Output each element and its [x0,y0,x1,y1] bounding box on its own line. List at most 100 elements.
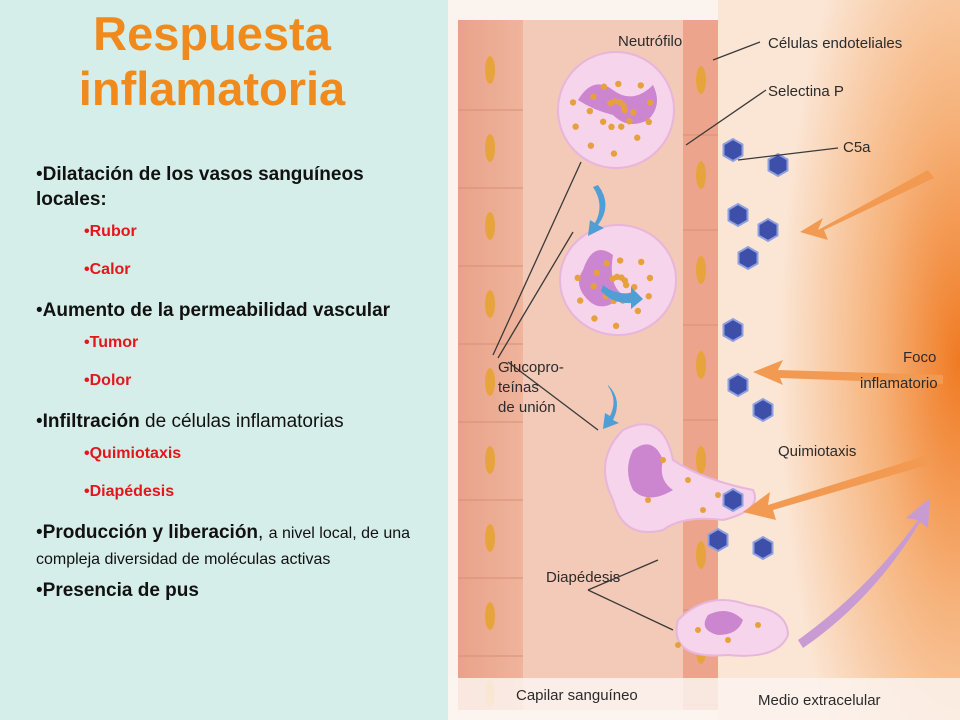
granule [569,99,577,106]
sub-bullet-item: •Quimiotaxis [84,445,182,462]
endothelial-nucleus [696,351,706,379]
neutrophil-1 [557,51,675,169]
bullet-text-small: a nivel local, de una compleja diversida… [36,525,411,568]
granule [675,642,681,648]
granule [600,83,608,90]
granule [645,497,651,503]
bullet-text-bold: Infiltración [42,411,140,432]
c5a-hexagon [722,137,744,163]
sub-bullet-text: Rubor [89,223,137,240]
slide-title: Respuesta inflamatoria [78,7,346,115]
inflammatory-focus-glow [718,0,960,720]
diagram-svg: Neutrófilo Células endoteliales Selectin… [448,0,960,720]
label-neutrofilo: Neutrófilo [618,33,682,50]
sub-bullet-text: Tumor [89,334,139,351]
endothelial-nucleus [485,56,495,84]
granule [725,637,731,643]
granule [685,477,691,483]
sub-bullet-text: Dolor [89,372,132,389]
granule [609,275,616,282]
endothelial-nucleus [485,602,495,630]
c5a-hexagon [752,535,774,561]
leader-lines [492,41,839,631]
granule [634,307,642,315]
granule [615,80,622,88]
bullet-text-bold: Producción y liberación [42,522,259,543]
granule [700,507,706,513]
sub-bullet-item: •Diapédesis [84,483,175,500]
sub-bullet-text: Diapédesis [89,483,175,500]
label-quimiotaxis: Quimiotaxis [778,443,856,460]
granule [610,150,618,157]
endothelial-nucleus [485,290,495,318]
label-gluco-1: Glucopro- [498,359,564,376]
granule [603,260,610,267]
bullet-text: , [258,522,269,543]
granule [599,118,607,125]
c5a-hexagon [737,245,759,271]
endothelial-nucleus [696,161,706,189]
granule [572,123,579,130]
bullet-text-bold: Presencia de pus [42,580,199,601]
granule [637,82,644,89]
label-medio: Medio extracelular [758,692,881,709]
bullet-text-bold: Dilatación de los vasos sanguíneos local… [36,164,364,210]
chemotaxis-arrows [743,170,943,520]
c5a-hexagon [722,487,744,513]
granule [612,322,620,330]
granule [660,457,666,463]
caption-strip [448,678,960,720]
text-panel: Respuesta inflamatoria •Dilatación de lo… [0,0,445,720]
granule [576,297,584,304]
bullet-text: de células inflamatorias [139,411,344,432]
endothelial-nucleus [696,446,706,474]
bullet-item: •Infiltración de células inflamatorias [36,411,344,432]
bullet-text-bold: Aumento de la permeabilidad vascular [42,300,391,321]
endothelial-nucleus [485,446,495,474]
c5a-hexagon [727,202,749,228]
label-diapedesis: Diapédesis [546,569,620,586]
granule [616,98,623,106]
granule [616,257,624,264]
granule [645,293,652,300]
label-endoteliales: Células endoteliales [768,35,902,52]
diapedesis-direction-arrow [798,498,930,648]
endothelial-nucleus [696,66,706,94]
sub-bullet-item: •Dolor [84,372,132,389]
c5a-molecules [707,137,789,561]
granule [695,627,701,633]
neutrophil-4 [675,599,790,657]
sub-bullet-text: Calor [89,261,131,278]
granule [586,107,594,115]
bullet-item: •Producción y liberación, a nivel local,… [36,522,411,568]
granule [618,123,625,130]
label-selectina: Selectina P [768,83,844,100]
granule [593,269,600,276]
sub-bullet-item: •Calor [84,261,131,278]
movement-arrows [588,185,643,429]
granule [591,315,598,322]
sub-bullet-text: Quimiotaxis [89,445,182,462]
granule [638,258,645,266]
granule [645,118,652,126]
label-c5a: C5a [843,139,871,156]
granule [608,123,615,131]
bullet-item: •Aumento de la permeabilidad vascular [36,300,391,321]
granule [715,492,721,498]
granule [646,99,654,106]
neutrophil-3 [604,423,756,533]
c5a-hexagon [707,527,729,553]
neutrophil-2 [559,224,677,336]
endothelial-nucleus [485,524,495,552]
granule [574,274,581,282]
inflammation-diagram: Neutrófilo Células endoteliales Selectin… [448,0,960,720]
endothelial-nucleus [485,368,495,396]
granule [630,109,637,116]
granule [646,274,654,282]
label-foco-1: Foco [903,349,936,366]
endothelial-nucleus [696,256,706,284]
endothelial-nucleus [696,541,706,569]
c5a-hexagon [722,317,744,343]
label-capilar: Capilar sanguíneo [516,687,638,704]
c5a-hexagon [767,152,789,178]
